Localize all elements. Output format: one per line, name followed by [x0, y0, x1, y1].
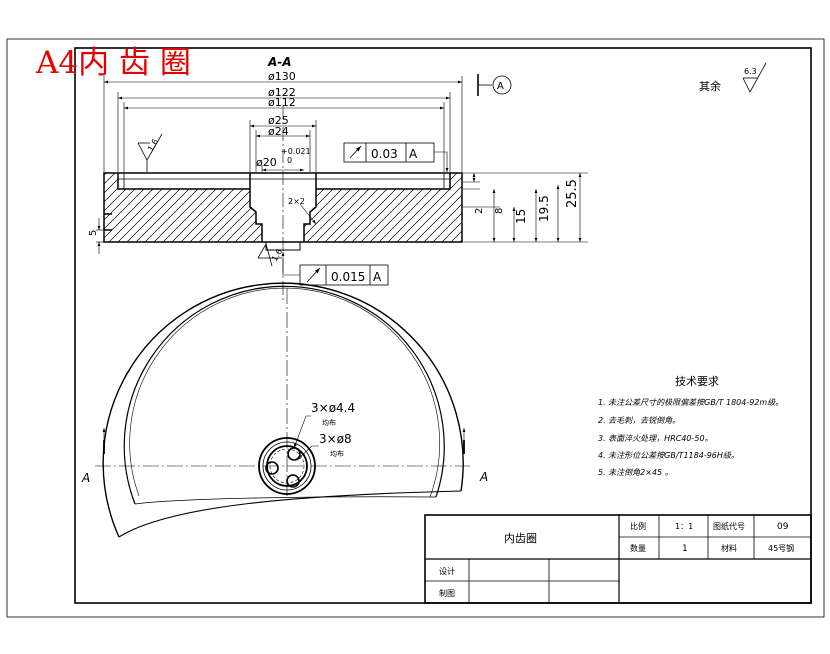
hole-large-note: 均布 — [330, 449, 344, 458]
dim-19-5: 19.5 — [537, 195, 551, 222]
part-name: 内齿圈 — [504, 531, 537, 545]
title-block — [424, 514, 812, 604]
section-mark-right: A — [479, 470, 488, 484]
requirement-5: 5. 未注倒角2×45 。 — [598, 468, 673, 477]
requirement-1: 1. 未注公差尺寸的极限偏差按GB/T 1804-92m级。 — [598, 398, 783, 407]
dim-5: 5 — [88, 230, 99, 236]
scale-label: 比例 — [630, 521, 646, 531]
plan-view: 3×ø4.4 均布 3×ø8 均布 A A — [81, 282, 488, 538]
qty-value: 1 — [682, 544, 688, 554]
dim-dia-24: ø24 — [268, 125, 289, 138]
outer-border — [6, 38, 825, 618]
dim-2: 2 — [474, 208, 485, 214]
drawing-no-label: 图纸代号 — [713, 521, 745, 531]
scale-value: 1：1 — [675, 522, 693, 531]
dim-15: 15 — [514, 209, 528, 224]
dim-dia-112: ø112 — [268, 96, 296, 109]
dim-8: 8 — [494, 208, 505, 214]
chamfer-label: 2×2 — [288, 197, 305, 206]
roughness-1: 1.6 — [146, 137, 160, 153]
hole-small-label: 3×ø4.4 — [311, 401, 355, 415]
dim-dia-25: ø25 — [268, 114, 289, 127]
draw-label: 制图 — [439, 588, 455, 598]
plan-outer-arc — [102, 282, 464, 538]
drawing-no-value: 09 — [777, 522, 789, 532]
gtol-top-value: 0.03 — [371, 147, 398, 161]
gtol-top-datum: A — [409, 147, 418, 161]
gtol-bottom-datum: A — [373, 270, 382, 284]
surface-rest: 其余 6.3 — [699, 62, 767, 93]
datum-marker: A — [477, 74, 512, 96]
requirement-3: 3. 表面淬火处理，HRC40-50。 — [598, 434, 713, 443]
tol-upper: +0.021 — [281, 147, 311, 156]
requirement-2: 2. 去毛刺，去锐倒角。 — [598, 416, 680, 425]
hole-1 — [287, 447, 301, 461]
material-value: 45号钢 — [768, 543, 794, 553]
requirement-4: 4. 未注形位公差按GB/T1184-96H级。 — [598, 451, 739, 460]
datum-label: A — [497, 81, 504, 92]
inner-border — [74, 47, 812, 604]
surface-rest-label: 其余 — [699, 79, 721, 93]
plan-cut-edge — [118, 490, 462, 538]
tol-lower: 0 — [287, 156, 292, 165]
dim-25-5: 25.5 — [565, 179, 580, 208]
dim-dia-130: ø130 — [268, 70, 296, 83]
section-title: A-A — [267, 55, 292, 69]
gtol-bottom: 0.015 A — [281, 252, 389, 286]
hole-large-label: 3×ø8 — [319, 432, 352, 446]
plan-inner-arc-2 — [129, 287, 440, 498]
hole-2 — [265, 461, 279, 475]
tech-requirements: 技术要求 1. 未注公差尺寸的极限偏差按GB/T 1804-92m级。 2. 去… — [598, 375, 783, 477]
plan-inner-arc — [123, 285, 445, 505]
design-label: 设计 — [439, 566, 455, 576]
qty-label: 数量 — [630, 543, 646, 553]
section-view: A-A ø130 ø122 ø112 ø25 ø24 ø20 +0.021 — [88, 55, 588, 300]
material-label: 材料 — [721, 543, 737, 553]
watermark-title: A4内 齿 圈 — [35, 45, 191, 81]
gtol-bottom-value: 0.015 — [331, 270, 365, 284]
dim-dia-122: ø122 — [268, 86, 296, 99]
section-mark-left: A — [81, 471, 90, 485]
hole-3 — [286, 474, 300, 488]
requirements-title: 技术要求 — [675, 375, 719, 388]
hole-small-note: 均布 — [322, 418, 336, 427]
gtol-top: 0.03 A — [343, 142, 449, 172]
dim-dia-20: ø20 — [256, 156, 277, 169]
surface-rest-value: 6.3 — [744, 67, 757, 76]
